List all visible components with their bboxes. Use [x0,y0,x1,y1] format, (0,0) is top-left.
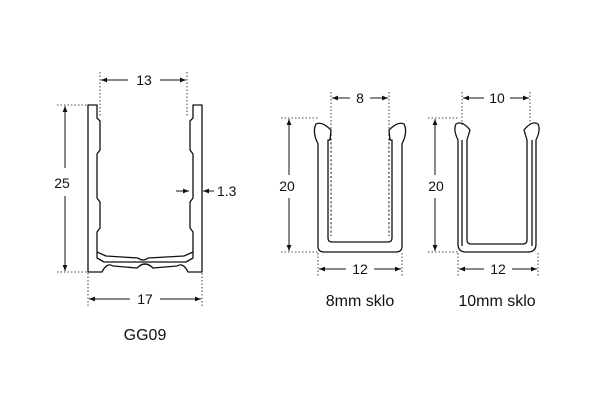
insert-8mm-inner-lines [330,134,390,236]
insert-10mm-group: 10 20 12 10mm sklo [428,90,540,310]
insert-10mm-profile-outline [454,122,540,253]
insert-10mm-dim-bottom: 12 [490,261,506,277]
gg09-profile-outline [87,104,203,273]
insert-8mm-caption: 8mm sklo [326,293,395,310]
gg09-profile-group: 13 25 1.3 17 GG09 [54,72,237,344]
gg09-caption: GG09 [124,327,167,344]
insert-10mm-inner-line [461,140,533,246]
insert-10mm-dim-height: 20 [428,178,444,194]
insert-8mm-dim-top: 8 [356,90,364,106]
gg09-dim-top: 13 [136,72,152,88]
gg09-inner-line [96,252,194,263]
insert-8mm-group: 8 20 12 8mm sklo [279,90,407,310]
insert-10mm-dim-top: 10 [489,90,505,106]
insert-10mm-caption: 10mm sklo [458,293,535,310]
insert-8mm-dim-height: 20 [279,178,295,194]
gg09-dim-height: 25 [54,175,70,191]
gg09-dim-bottom: 17 [137,291,153,307]
insert-8mm-profile-outline [313,122,407,253]
gg09-dim-wall: 1.3 [217,183,237,199]
insert-8mm-dim-bottom: 12 [352,261,368,277]
